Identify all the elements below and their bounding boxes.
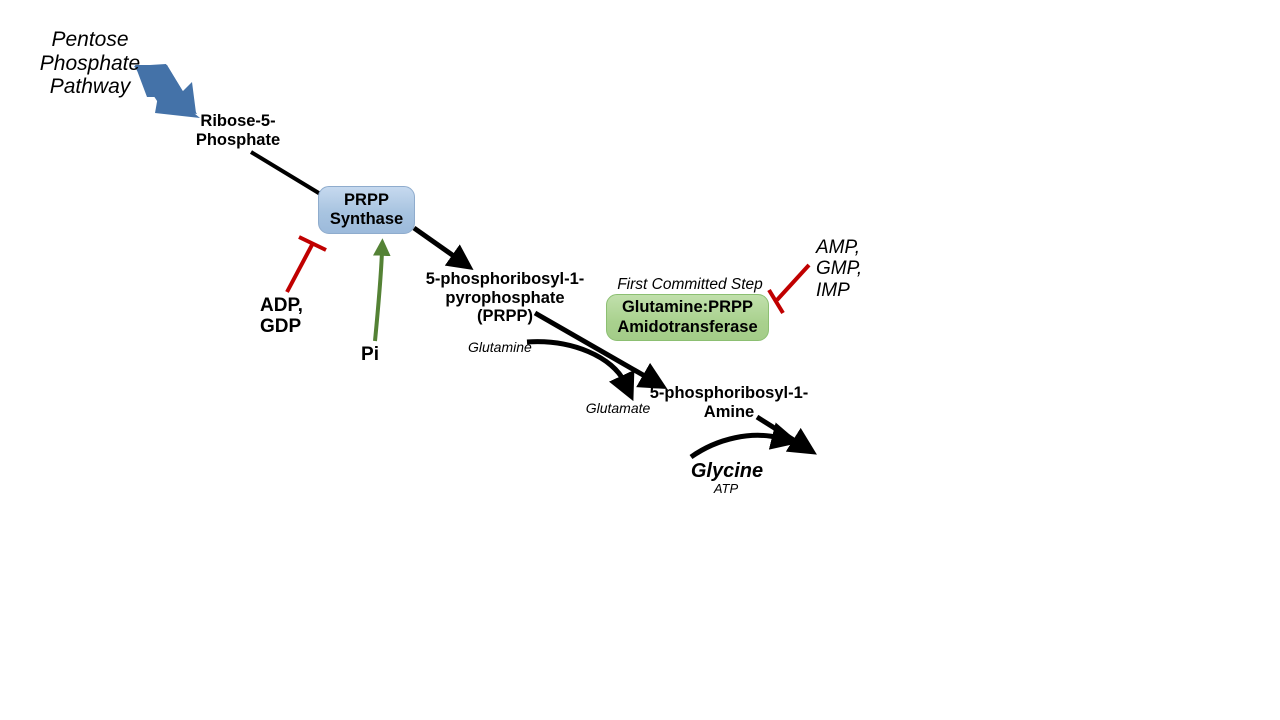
label-adp-gdp: ADP, GDP [260, 295, 303, 338]
enzyme-box-prpp-synthase[interactable]: PRPP Synthase [318, 186, 415, 234]
label-glutamate: Glutamate [585, 400, 651, 416]
label-ribose-5-phosphate: Ribose-5- Phosphate [195, 112, 281, 149]
label-prpp-product: 5-phosphoribosyl-1- pyrophosphate (PRPP) [425, 270, 585, 326]
inhibition-arrow-amp-gmp-imp [767, 263, 811, 315]
label-pi: Pi [361, 344, 379, 365]
enzyme-box-glutamine-prpp-amidotransferase[interactable]: Glutamine:PRPP Amidotransferase [606, 294, 769, 341]
connector-r5p-to-prpp-synthase [249, 150, 324, 197]
activation-arrow-pi [373, 238, 391, 342]
label-atp: ATP [713, 481, 739, 496]
label-glutamine: Glutamine [468, 339, 532, 355]
label-first-committed-step: First Committed Step [617, 276, 763, 293]
label-phosphoribosylamine: 5-phosphoribosyl-1- Amine [649, 384, 809, 421]
reaction-arrow-to-prpp [412, 225, 474, 270]
inhibition-arrow-adp-gdp [285, 235, 327, 293]
label-glycine: Glycine [690, 460, 764, 482]
label-pentose-phosphate-pathway: Pentose Phosphate Pathway [39, 28, 141, 99]
label-amp-gmp-imp: AMP, GMP, IMP [816, 237, 863, 301]
curved-arrow-glycine [689, 422, 800, 460]
